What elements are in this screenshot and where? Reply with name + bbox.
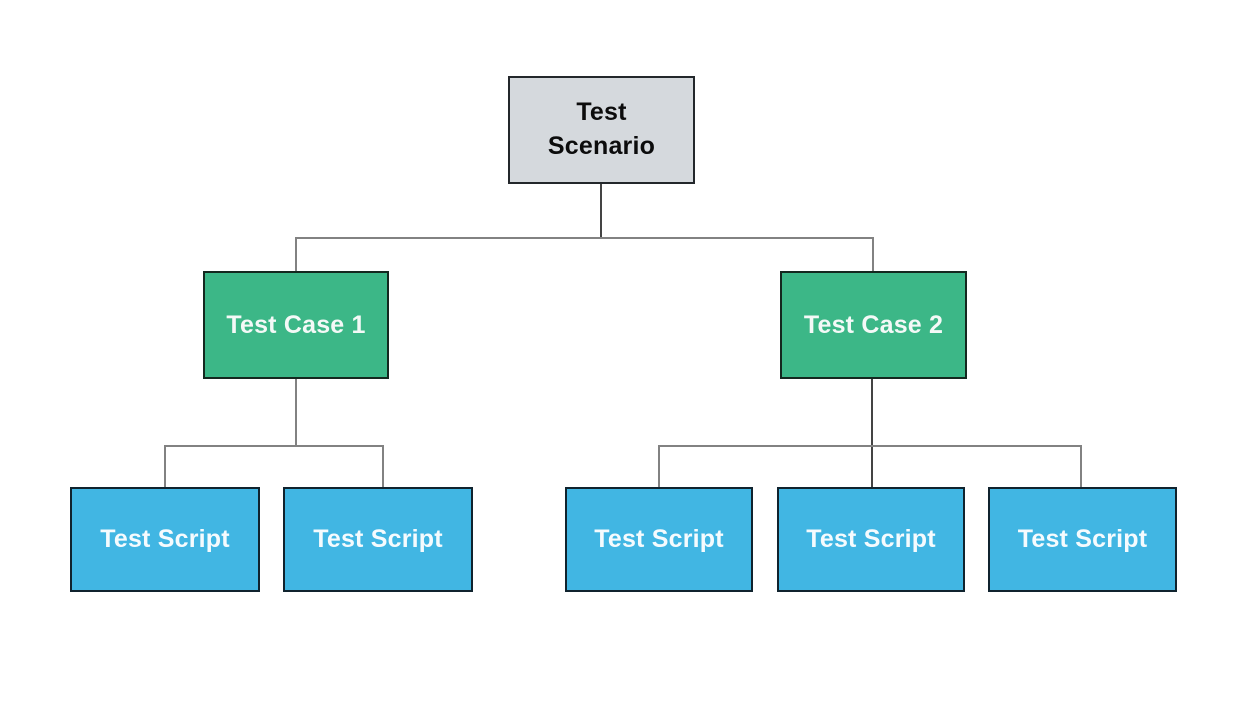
node-test-script-5: Test Script (988, 487, 1177, 592)
node-test-script-1: Test Script (70, 487, 260, 592)
connector-case2-children-horizontal (658, 445, 1082, 447)
connector-case2-drop (872, 237, 874, 271)
node-test-script-5-label: Test Script (1017, 525, 1148, 553)
node-test-case-2: Test Case 2 (780, 271, 967, 379)
node-test-case-1-label: Test Case 1 (226, 310, 366, 339)
node-test-script-4-label: Test Script (806, 525, 936, 553)
connector-scenario-stem (600, 184, 602, 237)
connector-script1-drop (164, 445, 166, 487)
node-test-script-3: Test Script (565, 487, 753, 592)
node-test-script-1-label: Test Script (100, 525, 230, 553)
node-test-script-4: Test Script (777, 487, 965, 592)
node-test-script-2: Test Script (283, 487, 473, 592)
node-test-scenario-label: Test Scenario (547, 98, 656, 160)
connector-case1-children-horizontal (164, 445, 384, 447)
connector-cases-horizontal (295, 237, 874, 239)
connector-script2-drop (382, 445, 384, 487)
connector-script5-drop (1080, 445, 1082, 487)
node-test-script-2-label: Test Script (313, 525, 443, 553)
node-test-case-1: Test Case 1 (203, 271, 389, 379)
connector-case1-stem (295, 379, 297, 445)
connector-case1-drop (295, 237, 297, 271)
connector-script3-drop (658, 445, 660, 487)
node-test-case-2-label: Test Case 2 (803, 310, 944, 339)
node-test-scenario: Test Scenario (508, 76, 695, 184)
node-test-script-3-label: Test Script (594, 525, 724, 553)
connector-case2-stem (871, 379, 873, 487)
